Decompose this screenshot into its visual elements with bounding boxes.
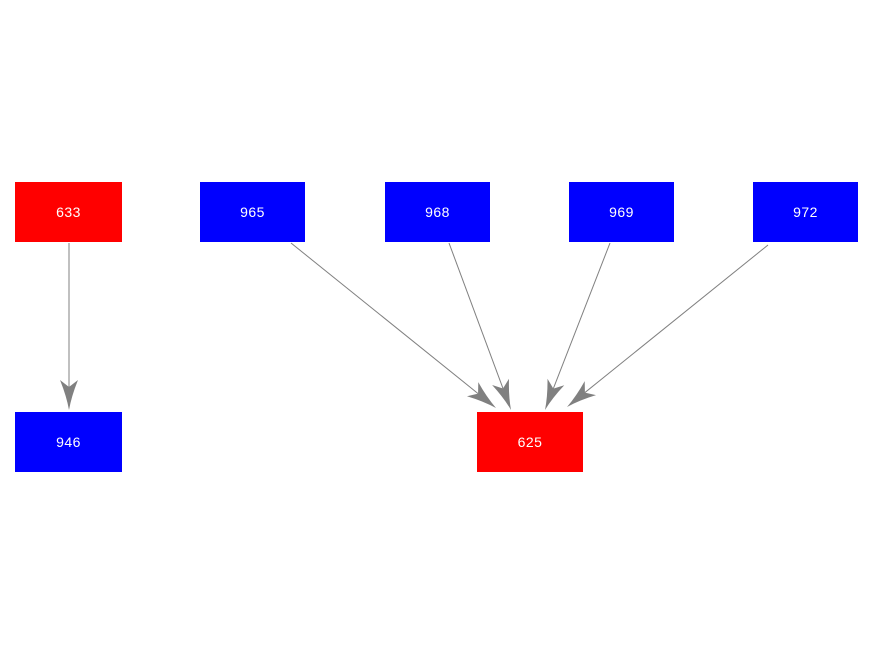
edge-965-625 bbox=[290, 242, 496, 408]
node-label: 969 bbox=[609, 204, 634, 220]
edge-968-625 bbox=[448, 242, 511, 410]
arrowhead-icon bbox=[466, 382, 496, 408]
arrowhead-icon bbox=[545, 378, 565, 410]
node-965: 965 bbox=[200, 182, 305, 242]
node-label: 972 bbox=[793, 204, 818, 220]
node-633: 633 bbox=[15, 182, 122, 242]
edge-line bbox=[584, 244, 769, 393]
node-label: 968 bbox=[425, 204, 450, 220]
node-946: 946 bbox=[15, 412, 122, 472]
arrowhead-icon bbox=[567, 381, 597, 407]
arrowhead-icon bbox=[60, 380, 78, 410]
arrowhead-icon bbox=[492, 378, 511, 410]
node-label: 965 bbox=[240, 204, 265, 220]
node-label: 946 bbox=[56, 434, 81, 450]
node-969: 969 bbox=[569, 182, 674, 242]
edge-969-625 bbox=[545, 242, 611, 410]
node-625: 625 bbox=[477, 412, 583, 472]
node-972: 972 bbox=[753, 182, 858, 242]
edge-633-946 bbox=[60, 243, 78, 410]
edge-line bbox=[552, 242, 611, 389]
node-label: 633 bbox=[56, 204, 81, 220]
edge-line bbox=[448, 242, 504, 389]
edge-line bbox=[290, 242, 479, 394]
node-label: 625 bbox=[517, 434, 543, 450]
edge-972-625 bbox=[567, 244, 769, 407]
node-968: 968 bbox=[385, 182, 490, 242]
